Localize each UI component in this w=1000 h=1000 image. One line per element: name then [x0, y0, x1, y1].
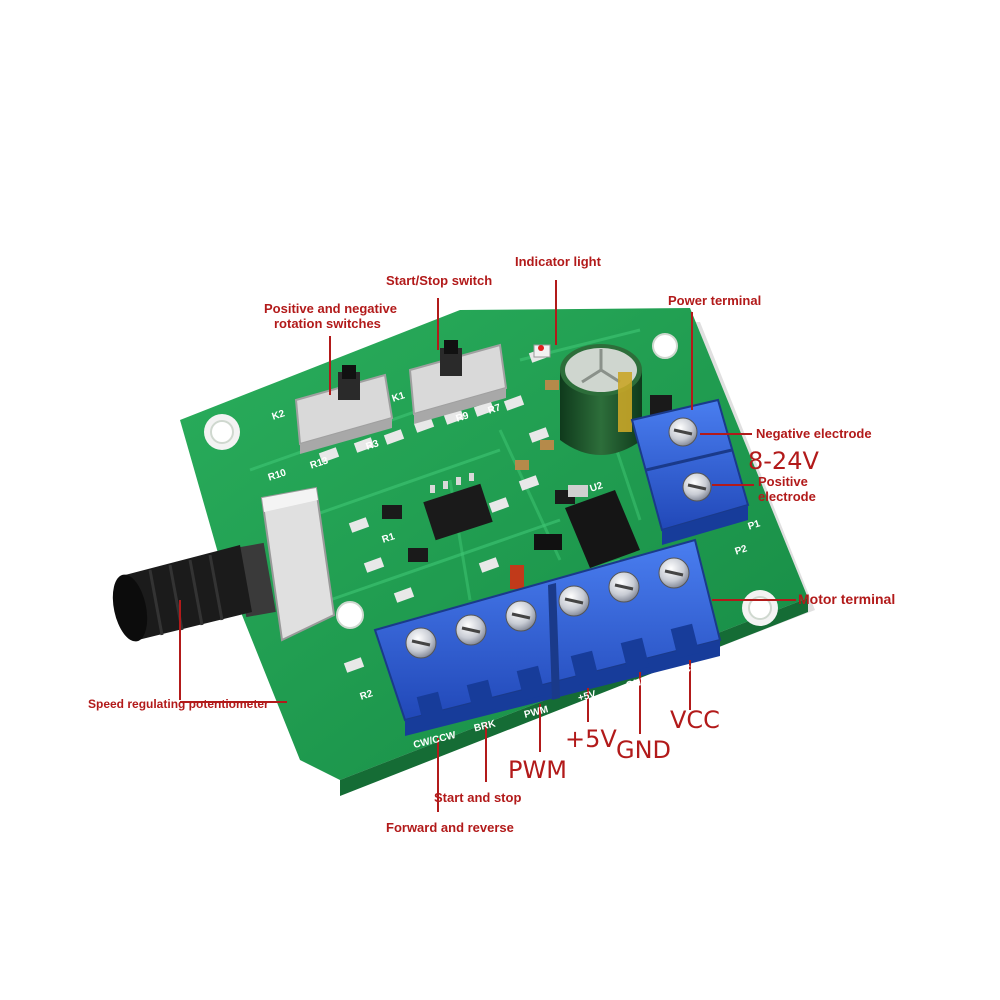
rotation-switch-label-line1: Positive and negative [264, 301, 397, 316]
start-and-stop-label: Start and stop [434, 790, 522, 805]
plus5v-label: +5V [565, 725, 617, 753]
voltage-range-label: 8-24V [748, 447, 819, 475]
indicator-light-label: Indicator light [515, 254, 601, 269]
forward-and-reverse-label: Forward and reverse [386, 820, 514, 835]
speed-potentiometer-label: Speed regulating potentiometer [88, 697, 269, 711]
pwm-label: PWM [508, 756, 567, 784]
mounting-hole [742, 590, 778, 626]
rotation-switch-label-line2: rotation switches [274, 316, 381, 331]
mounting-hole [652, 333, 678, 359]
ic-chip [423, 473, 493, 541]
motor-terminal-label: Motor terminal [798, 591, 896, 607]
start-stop-switch-body [408, 340, 508, 424]
electrolytic-capacitor [560, 344, 642, 455]
power-terminal-block [630, 398, 750, 545]
positive-electrode-label-line2: electrode [758, 489, 816, 504]
voltage-regulator [565, 485, 640, 568]
motor-terminal-block [373, 538, 722, 736]
power-terminal-label: Power terminal [668, 293, 762, 308]
mounting-hole [336, 601, 364, 629]
mounting-hole [204, 414, 240, 450]
smd-capacitors [515, 380, 559, 470]
negative-electrode-label: Negative electrode [756, 426, 872, 441]
vcc-label: VCC [670, 706, 720, 734]
gnd-label: GND [616, 736, 672, 764]
indicator-led [533, 344, 551, 358]
rotation-switch-body [294, 365, 394, 454]
potentiometer [112, 486, 336, 642]
leader-lines [179, 280, 796, 812]
smd-transistors [382, 395, 672, 562]
positive-electrode-label-line1: Positive [758, 474, 808, 489]
diode [510, 534, 562, 589]
start-stop-switch-label: Start/Stop switch [386, 273, 493, 288]
